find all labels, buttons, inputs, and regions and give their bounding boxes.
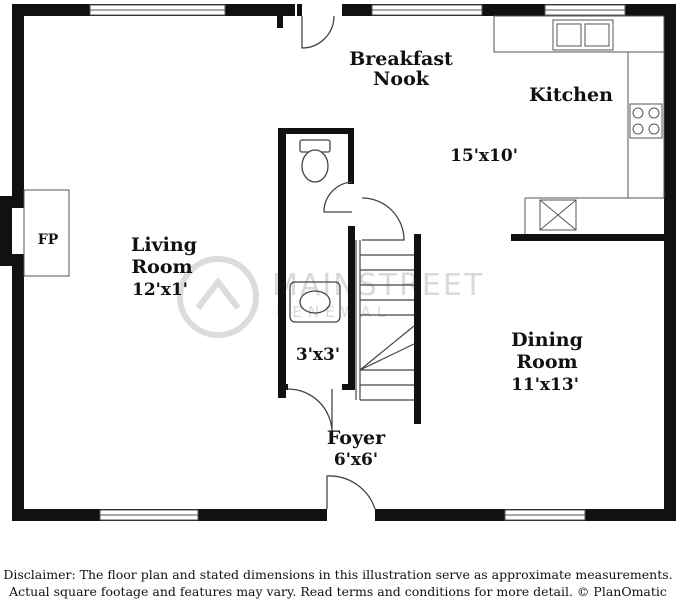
watermark: MAINSTREET RENEWAL [177,256,482,338]
refrigerator-icon [539,199,577,231]
floor-plan: MAINSTREET RENEWAL [0,4,676,521]
kitchen-dims: 15'x10' [450,146,518,166]
dining-room-label-line2: Room [516,351,577,373]
wall-left-upper [12,4,24,196]
front-door-opening [325,509,380,521]
stove-icon [629,103,663,139]
dining-room-dims: 11'x13' [511,375,579,395]
interior-walls [277,16,671,424]
windows [89,4,626,521]
wall-dining-top [511,234,671,241]
toilet-icon [299,139,331,183]
breakfast-nook-label-line1: Breakfast [349,48,453,70]
watermark-line2: RENEWAL [276,303,391,321]
wall-closet-left [278,128,286,398]
wall-closet-top [278,128,354,134]
wall-stub-top [277,16,283,28]
living-room-label-line1: Living [131,234,197,256]
closet-door-swing [287,388,333,434]
breakfast-nook-label-line2: Nook [373,68,430,90]
kitchen-counters [493,15,665,234]
counter-top [493,15,665,199]
fireplace-label: FP [38,232,59,248]
wall-powder-right [348,128,354,184]
back-door-swing [301,15,335,49]
living-room-label-line2: Room [131,256,192,278]
foyer-label: Foyer [327,427,386,449]
kitchen-label: Kitchen [529,84,613,106]
dining-room-label-line1: Dining [511,329,583,351]
stair-door-swing [361,197,405,241]
fireplace [23,189,70,277]
living-room-dims: 12'x1' [132,280,188,300]
watermark-logo-icon [177,256,259,338]
foyer-dims: 6'x6' [334,450,378,470]
wall-powder-mid [348,226,355,390]
front-door-swing [326,475,376,510]
back-door-opening [295,4,347,16]
wall-right [664,4,676,521]
wall-left-lower [12,262,24,521]
powder-door-swing [323,181,353,213]
closet-dims: 3'x3' [296,345,340,365]
sink-icon [289,281,341,323]
wall-stair-right [414,234,421,424]
stairs [355,240,415,401]
disclaimer-line1: Disclaimer: The floor plan and stated di… [3,567,673,582]
disclaimer-line2: Actual square footage and features may v… [9,584,667,599]
disclaimer: Disclaimer: The floor plan and stated di… [0,566,676,600]
kitchen-sink-icon [552,19,614,51]
wall-closet-bottom [278,384,288,390]
